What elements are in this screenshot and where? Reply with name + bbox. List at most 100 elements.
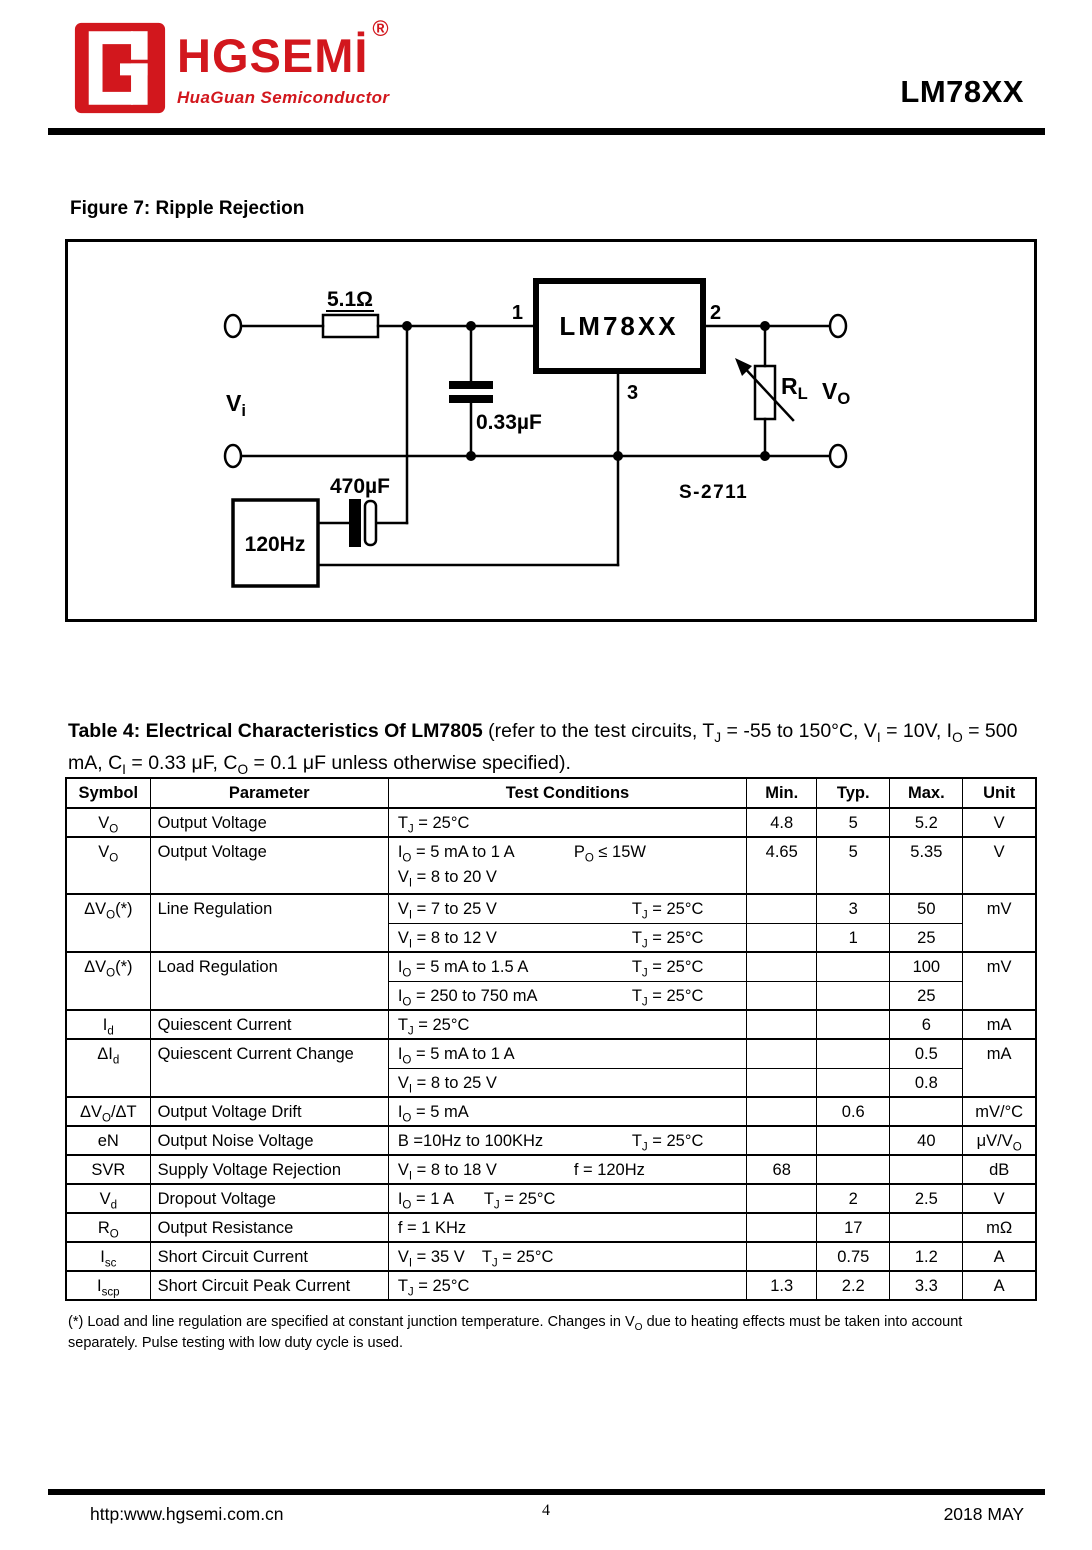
typ-value-cell bbox=[816, 951, 891, 981]
max-value-cell: 5.2 bbox=[889, 807, 964, 837]
test-conditions-cell: IO = 5 mA to 1 A bbox=[387, 1038, 748, 1068]
min-value-cell bbox=[746, 1096, 818, 1126]
parameter-cell: Quiescent Current bbox=[149, 1009, 389, 1039]
schematic-id-label: S-2711 bbox=[679, 482, 748, 503]
column-header-test-conditions: Test Conditions bbox=[387, 777, 748, 809]
typ-value-cell bbox=[816, 980, 891, 1010]
parameter-cell: Load Regulation bbox=[149, 951, 389, 1010]
unit-cell: mA bbox=[962, 1009, 1037, 1039]
max-value-cell: 3.3 bbox=[889, 1270, 964, 1300]
input-voltage-label: Vi bbox=[226, 390, 246, 420]
input-terminal-bottom bbox=[223, 443, 243, 469]
figure-title: Figure 7: Ripple Rejection bbox=[70, 198, 305, 219]
input-terminal-top bbox=[223, 313, 243, 339]
typ-value-cell bbox=[816, 1038, 891, 1068]
load-resistor-label: RL bbox=[781, 373, 808, 403]
min-value-cell bbox=[746, 980, 818, 1010]
typ-value-cell bbox=[816, 1125, 891, 1155]
test-conditions-cell: f = 1 KHz bbox=[387, 1212, 748, 1242]
unit-cell: V bbox=[962, 807, 1037, 837]
unit-cell: V bbox=[962, 1183, 1037, 1213]
min-value-cell: 4.8 bbox=[746, 807, 818, 837]
unit-cell: A bbox=[962, 1241, 1037, 1271]
unit-cell: μV/VO bbox=[962, 1125, 1037, 1155]
symbol-cell: VO bbox=[65, 836, 151, 894]
min-value-cell: 68 bbox=[746, 1154, 818, 1184]
min-value-cell: 4.65 bbox=[746, 836, 818, 894]
parameter-cell: Short Circuit Current bbox=[149, 1241, 389, 1271]
test-conditions-cell: IO = 5 mA bbox=[387, 1096, 748, 1126]
parameter-cell: Output Voltage bbox=[149, 807, 389, 837]
brand-tagline: HuaGuan Semiconductor bbox=[177, 88, 390, 107]
typ-value-cell: 3 bbox=[816, 893, 891, 923]
junction-dot bbox=[613, 451, 623, 461]
junction-dot bbox=[466, 451, 476, 461]
max-value-cell: 2.5 bbox=[889, 1183, 964, 1213]
column-header-typ: Typ. bbox=[816, 777, 891, 809]
ripple-source-box bbox=[231, 498, 320, 588]
max-value-cell: 50 bbox=[889, 893, 964, 923]
min-value-cell bbox=[746, 1241, 818, 1271]
min-value-cell: 1.3 bbox=[746, 1270, 818, 1300]
electrical-characteristics-table: Symbol Parameter Test Conditions Min. Ty… bbox=[65, 777, 1037, 1301]
typ-value-cell: 17 bbox=[816, 1212, 891, 1242]
parameter-cell: Dropout Voltage bbox=[149, 1183, 389, 1213]
company-logo: HGSEMİ ® HuaGuan Semiconductor bbox=[74, 16, 390, 116]
symbol-cell: Iscp bbox=[65, 1270, 151, 1300]
output-voltage-label: VO bbox=[822, 378, 850, 408]
column-header-unit: Unit bbox=[962, 777, 1037, 809]
brand-wordmark: HGSEMİ bbox=[177, 29, 369, 82]
test-conditions-cell: TJ = 25°C bbox=[387, 1009, 748, 1039]
min-value-cell bbox=[746, 951, 818, 981]
ripple-source-label: 120Hz bbox=[245, 533, 306, 556]
parameter-cell: Output Voltage Drift bbox=[149, 1096, 389, 1126]
footer-date: 2018 MAY bbox=[943, 1504, 1024, 1524]
max-value-cell bbox=[889, 1154, 964, 1184]
column-header-parameter: Parameter bbox=[149, 777, 389, 809]
test-conditions-cell: VI = 8 to 25 V bbox=[387, 1067, 748, 1097]
table-header-row: Symbol Parameter Test Conditions Min. Ty… bbox=[65, 777, 1037, 809]
table-title-bold: Table 4: Electrical Characteristics Of L… bbox=[68, 720, 483, 742]
load-resistor-symbol bbox=[753, 364, 777, 421]
table-title-conditions: (refer to the test circuits, TJ = -55 to… bbox=[68, 720, 1018, 777]
min-value-cell bbox=[746, 893, 818, 923]
column-header-max: Max. bbox=[889, 777, 964, 809]
unit-cell: mV bbox=[962, 893, 1037, 952]
symbol-cell: Vd bbox=[65, 1183, 151, 1213]
min-value-cell bbox=[746, 1067, 818, 1097]
symbol-cell: VO bbox=[65, 807, 151, 837]
parameter-cell: Output Resistance bbox=[149, 1212, 389, 1242]
column-header-symbol: Symbol bbox=[65, 777, 151, 809]
ripple-rejection-schematic: 5.1Ω LM78XX 1 2 3 0.33µF 470µF 120Hz S-2… bbox=[223, 278, 850, 588]
junction-dot bbox=[760, 451, 770, 461]
column-header-min: Min. bbox=[746, 777, 818, 809]
max-value-cell: 40 bbox=[889, 1125, 964, 1155]
symbol-cell: ΔVO(*) bbox=[65, 893, 151, 952]
hgsemi-logo-icon bbox=[74, 22, 166, 114]
parameter-cell: Output Voltage bbox=[149, 836, 389, 894]
page-number: 4 bbox=[542, 1502, 550, 1519]
resistor-value-label: 5.1Ω bbox=[327, 288, 373, 311]
max-value-cell: 1.2 bbox=[889, 1241, 964, 1271]
parameter-cell: Line Regulation bbox=[149, 893, 389, 952]
symbol-cell: eN bbox=[65, 1125, 151, 1155]
symbol-cell: SVR bbox=[65, 1154, 151, 1184]
ripple-capacitor-plate bbox=[349, 499, 361, 547]
junction-dot bbox=[402, 321, 412, 331]
max-value-cell: 100 bbox=[889, 951, 964, 981]
